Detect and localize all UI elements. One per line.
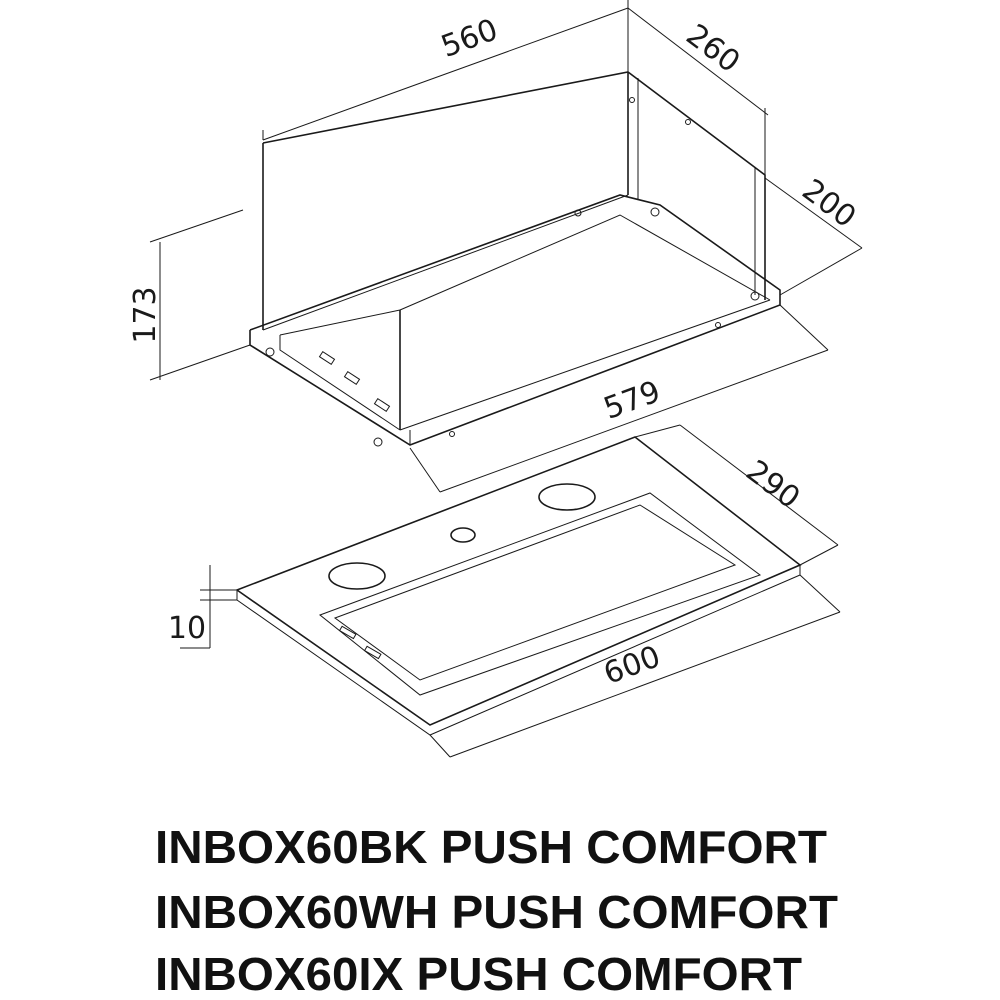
model-name: INBOX60WH PUSH COMFORT	[155, 886, 838, 938]
dim-panel-depth: 290	[740, 454, 807, 516]
dimension-lines	[149, 0, 863, 758]
dim-depth-inner: 200	[796, 173, 863, 235]
push-button-icon	[450, 527, 476, 543]
dim-depth-top: 260	[680, 18, 747, 80]
dim-panel-thickness: 10	[168, 611, 206, 646]
model-name: INBOX60IX PUSH COMFORT	[155, 948, 802, 1000]
dim-width-bottom: 579	[599, 374, 665, 426]
model-name: INBOX60BK PUSH COMFORT	[155, 821, 827, 873]
hood-body	[249, 71, 781, 447]
dim-height: 173	[128, 286, 163, 343]
light-icon	[328, 562, 386, 590]
light-icon	[538, 483, 596, 511]
front-panel	[235, 436, 802, 736]
